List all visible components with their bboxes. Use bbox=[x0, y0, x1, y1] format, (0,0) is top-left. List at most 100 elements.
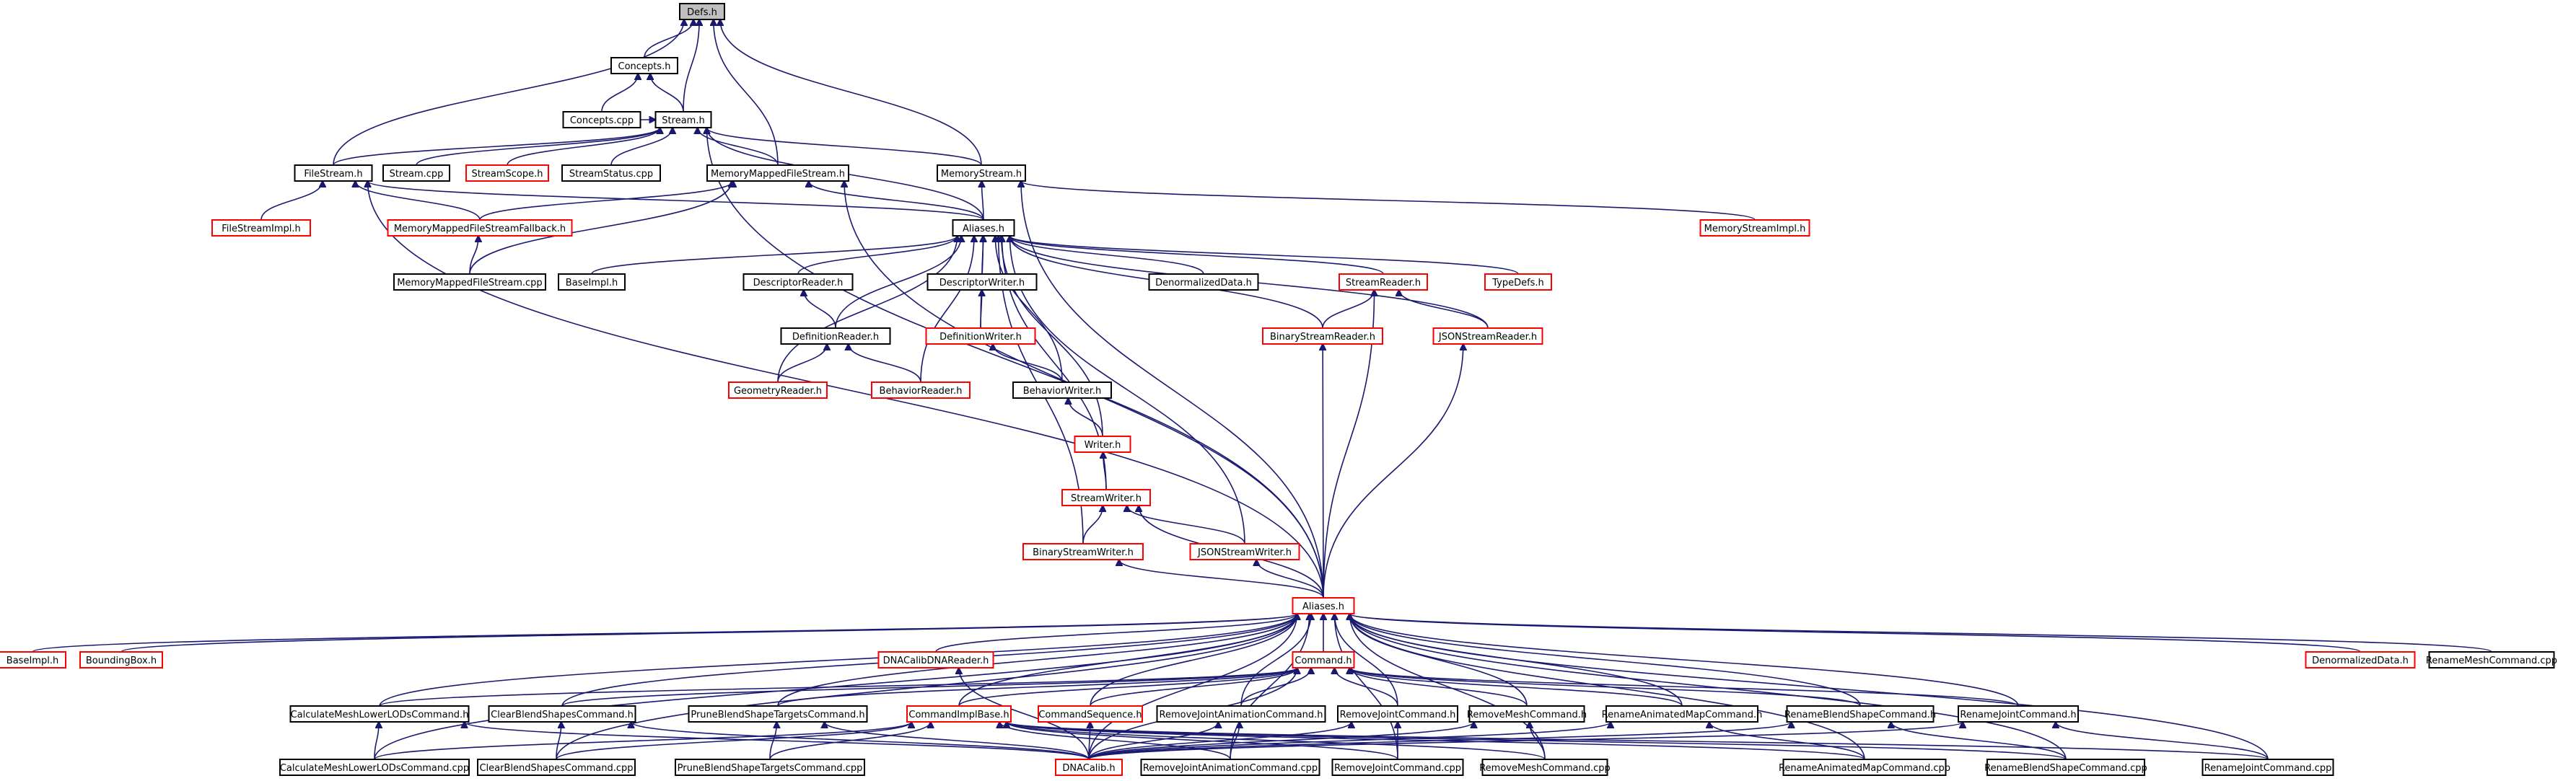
node-box bbox=[1262, 327, 1383, 345]
node-boundingbox-h[interactable]: BoundingBox.h bbox=[79, 651, 163, 669]
node-stream-cpp[interactable]: Stream.cpp bbox=[382, 164, 450, 182]
node-descreader-h[interactable]: DescriptorReader.h bbox=[742, 273, 854, 291]
node-box bbox=[2305, 651, 2416, 669]
node-rmjointanim-h[interactable]: RemoveJointAnimationCommand.h bbox=[1156, 705, 1326, 723]
node-label: TypeDefs.h bbox=[1491, 278, 1544, 288]
node-rmjoint-cpp[interactable]: RemoveJointCommand.cpp bbox=[1331, 759, 1464, 776]
node-label: MemoryStream.h bbox=[941, 169, 1022, 180]
node-box bbox=[1958, 705, 2079, 723]
node-label: DenormalizedData.h bbox=[1155, 278, 1252, 288]
node-label: Defs.h bbox=[687, 7, 717, 18]
node-renamemeshcmd-cpp[interactable]: RenameMeshCommand.cpp bbox=[2426, 651, 2557, 669]
node-clearblend-h[interactable]: ClearBlendShapesCommand.h bbox=[488, 705, 636, 723]
node-renanimmap-h[interactable]: RenameAnimatedMapCommand.h bbox=[1602, 705, 1763, 723]
node-dnacalib-h[interactable]: DNACalib.h bbox=[1055, 759, 1123, 776]
node-filestream-h[interactable]: FileStream.h bbox=[294, 164, 373, 182]
node-box bbox=[1782, 759, 1947, 776]
edge-concepts-h-to-defs-h bbox=[644, 19, 693, 58]
node-box bbox=[1699, 219, 1810, 237]
node-pruneblend-h[interactable]: PruneBlendShapeTargetsCommand.h bbox=[688, 705, 868, 723]
node-label: RenameMeshCommand.cpp bbox=[2426, 656, 2557, 666]
edge-baseimpl-top-to-aliases-top bbox=[591, 236, 958, 275]
node-box bbox=[706, 164, 849, 182]
node-mmfs-h[interactable]: MemoryMappedFileStream.h bbox=[706, 164, 849, 182]
edge-dnacalib-h-to-clearblend-h bbox=[631, 722, 1090, 760]
node-label: Stream.h bbox=[662, 115, 704, 126]
edge-binstreamwriter-h-to-streamwriter-h bbox=[1082, 506, 1103, 544]
node-cmdseq-h[interactable]: CommandSequence.h bbox=[1038, 705, 1143, 723]
edge-rmjoint-cpp-to-cmdimplbase-h bbox=[1007, 722, 1398, 760]
edge-dnacalib-h-to-rmjoint-h bbox=[1088, 722, 1351, 760]
node-mmfs-cpp[interactable]: MemoryMappedFileStream.cpp bbox=[393, 273, 546, 291]
node-streamreader-h[interactable]: StreamReader.h bbox=[1339, 273, 1428, 291]
node-streamwriter-h[interactable]: StreamWriter.h bbox=[1061, 489, 1151, 506]
node-label: CalculateMeshLowerLODsCommand.cpp bbox=[280, 763, 469, 774]
node-renjoint-cpp[interactable]: RenameJointCommand.cpp bbox=[2202, 759, 2334, 776]
node-calcmesh-h[interactable]: CalculateMeshLowerLODsCommand.h bbox=[289, 705, 470, 723]
node-typedefs-h[interactable]: TypeDefs.h bbox=[1484, 273, 1552, 291]
node-jsonstreamreader-h[interactable]: JSONStreamReader.h bbox=[1432, 327, 1543, 345]
edge-filestream-h-to-defs-h bbox=[333, 19, 684, 166]
edge-defreader-h-to-aliases-top bbox=[835, 236, 961, 329]
node-rmjoint-h[interactable]: RemoveJointCommand.h bbox=[1337, 705, 1458, 723]
node-denormdata-bot[interactable]: DenormalizedData.h bbox=[2305, 651, 2416, 669]
node-filestreamimpl-h[interactable]: FileStreamImpl.h bbox=[211, 219, 311, 237]
node-memstreamimpl-h[interactable]: MemoryStreamImpl.h bbox=[1699, 219, 1810, 237]
node-renblend-h[interactable]: RenameBlendShapeCommand.h bbox=[1784, 705, 1936, 723]
node-aliases-mid[interactable]: Aliases.h bbox=[1292, 597, 1355, 614]
edge-dnacalib-h-to-rmjointanim-h bbox=[1088, 722, 1218, 760]
node-box bbox=[465, 164, 549, 182]
node-streamstatus-cpp[interactable]: StreamStatus.cpp bbox=[561, 164, 661, 182]
node-rmmesh-h[interactable]: RemoveMeshCommand.h bbox=[1467, 705, 1587, 723]
node-command-h[interactable]: Command.h bbox=[1292, 651, 1355, 669]
edge-rmjointanim-h-to-command-h bbox=[1240, 668, 1311, 707]
node-pruneblend-cpp[interactable]: PruneBlendShapeTargetsCommand.cpp bbox=[675, 759, 865, 776]
edge-renjoint-h-to-aliases-mid bbox=[1350, 614, 2019, 707]
edge-defreader-h-to-descreader-h bbox=[804, 290, 836, 329]
node-label: PruneBlendShapeTargetsCommand.cpp bbox=[678, 763, 863, 774]
node-behavreader-h[interactable]: BehaviorReader.h bbox=[871, 381, 971, 399]
node-binstreamreader-h[interactable]: BinaryStreamReader.h bbox=[1262, 327, 1383, 345]
node-dnacalibdnareader-h[interactable]: DNACalibDNAReader.h bbox=[877, 651, 994, 669]
node-streamscope-h[interactable]: StreamScope.h bbox=[465, 164, 549, 182]
node-label: FileStream.h bbox=[304, 169, 362, 180]
node-box bbox=[477, 759, 636, 776]
node-label: FileStreamImpl.h bbox=[222, 224, 301, 234]
node-stream-h[interactable]: Stream.h bbox=[654, 111, 712, 128]
node-baseimpl-bot[interactable]: BaseImpl.h bbox=[0, 651, 66, 669]
node-rmmesh-cpp[interactable]: RemoveMeshCommand.cpp bbox=[1479, 759, 1611, 776]
node-label: DescriptorReader.h bbox=[753, 278, 844, 288]
edge-pruneblend-cpp-to-cmdimplbase-h bbox=[769, 722, 931, 760]
edge-stream-cpp-to-stream-h bbox=[416, 128, 660, 166]
node-cmdimplbase-h[interactable]: CommandImplBase.h bbox=[906, 705, 1012, 723]
edge-dnacalibdnareader-h-to-aliases-mid bbox=[935, 614, 1297, 653]
node-descwriter-h[interactable]: DescriptorWriter.h bbox=[926, 273, 1038, 291]
node-mmfsfallback-h[interactable]: MemoryMappedFileStreamFallback.h bbox=[387, 219, 573, 237]
edge-aliases-mid-to-binstreamwriter-h bbox=[1119, 560, 1324, 599]
node-rmjointanim-cpp[interactable]: RemoveJointAnimationCommand.cpp bbox=[1140, 759, 1320, 776]
node-jsonstreamwriter-h[interactable]: JSONStreamWriter.h bbox=[1189, 543, 1300, 560]
node-renblend-cpp[interactable]: RenameBlendShapeCommand.cpp bbox=[1984, 759, 2147, 776]
node-writer-h[interactable]: Writer.h bbox=[1074, 436, 1131, 453]
node-defreader-h[interactable]: DefinitionReader.h bbox=[780, 327, 891, 345]
node-binstreamwriter-h[interactable]: BinaryStreamWriter.h bbox=[1022, 543, 1144, 560]
node-label: BinaryStreamReader.h bbox=[1270, 332, 1375, 343]
node-box bbox=[906, 705, 1012, 723]
node-calcmesh-cpp[interactable]: CalculateMeshLowerLODsCommand.cpp bbox=[279, 759, 470, 776]
node-clearblend-cpp[interactable]: ClearBlendShapesCommand.cpp bbox=[477, 759, 636, 776]
node-baseimpl-top[interactable]: BaseImpl.h bbox=[558, 273, 626, 291]
node-behavwriter-h[interactable]: BehaviorWriter.h bbox=[1012, 381, 1112, 399]
edge-cmdseq-h-to-command-h bbox=[1090, 668, 1297, 707]
edge-streamstatus-cpp-to-stream-h bbox=[610, 128, 673, 166]
node-concepts-h[interactable]: Concepts.h bbox=[610, 57, 678, 74]
node-defwriter-h[interactable]: DefinitionWriter.h bbox=[925, 327, 1036, 345]
node-renjoint-h[interactable]: RenameJointCommand.h bbox=[1958, 705, 2079, 723]
node-renanimmap-cpp[interactable]: RenameAnimatedMapCommand.cpp bbox=[1779, 759, 1950, 776]
node-defs-h[interactable]: Defs.h bbox=[679, 3, 725, 20]
node-memstream-h[interactable]: MemoryStream.h bbox=[937, 164, 1026, 182]
node-geomreader-h[interactable]: GeometryReader.h bbox=[728, 381, 828, 399]
edge-renjoint-cpp-to-renjoint-h bbox=[2056, 722, 2269, 760]
node-aliases-top[interactable]: Aliases.h bbox=[952, 219, 1015, 237]
node-concepts-cpp[interactable]: Concepts.cpp bbox=[562, 111, 641, 128]
node-denormdata-top[interactable]: DenormalizedData.h bbox=[1148, 273, 1259, 291]
